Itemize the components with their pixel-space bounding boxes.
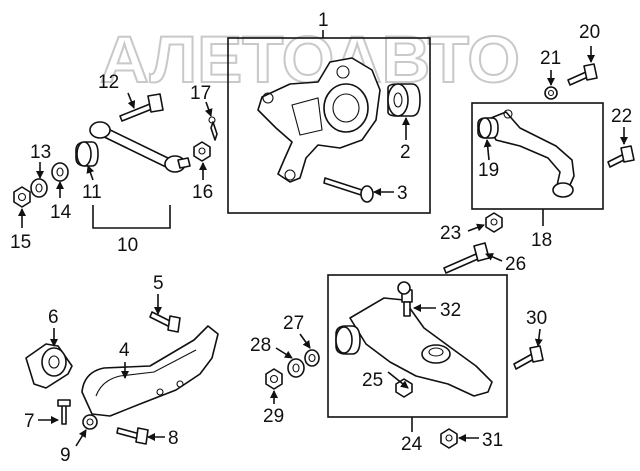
callout-28: 28 [250,335,271,356]
leader-arrows [18,46,628,447]
bolt-part-7 [57,399,71,425]
callout-26: 26 [505,254,526,275]
knuckle-part [257,57,381,183]
callout-22: 22 [611,106,632,127]
bolt-part-20 [567,63,598,86]
nut-part-16 [193,141,211,162]
callout-13: 13 [30,142,51,163]
toe-link-part [75,121,191,173]
nut-part-31 [440,428,458,449]
bolt-part-5 [149,311,181,333]
bolt-part-30 [513,345,544,370]
callout-16: 16 [192,182,213,203]
callout-20: 20 [579,22,600,43]
callout-9: 9 [60,445,71,466]
callout-7: 7 [24,411,35,432]
callout-labels: 1 2 3 4 5 6 7 8 9 10 11 12 13 14 15 16 1… [10,10,632,466]
callout-10: 10 [117,235,138,256]
callout-1: 1 [318,10,329,31]
washer-part-27 [304,349,320,367]
nut-part-23 [485,212,503,233]
bushing-part-6 [25,343,73,389]
pin-part-17 [208,116,218,141]
nut-part-29 [265,368,283,390]
bolt-part-8 [116,427,149,445]
callout-5: 5 [153,273,164,294]
stabilizer-link-part-32 [397,281,413,317]
washer-part-21 [544,86,558,100]
nut-part-15 [13,186,31,208]
callout-19: 19 [478,160,499,181]
washer-part-9 [82,414,98,430]
bracket-10 [92,205,171,229]
callout-4: 4 [119,340,130,361]
callout-17: 17 [190,83,211,104]
callout-23: 23 [440,223,461,244]
callout-30: 30 [526,308,547,329]
callout-29: 29 [263,406,284,427]
bushing-part-2 [387,83,421,117]
callout-21: 21 [540,48,561,69]
callout-11: 11 [82,182,102,203]
washer-part-28 [287,358,305,378]
callout-25: 25 [362,370,383,391]
washer-part-14 [51,162,69,182]
callout-6: 6 [48,307,59,328]
callout-31: 31 [482,430,503,451]
knuckle-group-box [227,37,431,214]
callout-24: 24 [401,434,423,455]
bolt-part-3 [323,177,374,203]
callout-18: 18 [531,230,552,251]
callout-12: 12 [98,72,119,93]
callout-8: 8 [168,428,179,449]
lower-arm-group-box [327,274,508,418]
callout-3: 3 [397,183,408,204]
trailing-arm-part [81,325,219,417]
callout-14: 14 [50,202,72,223]
bolt-part-26 [443,242,490,274]
bolt-part-22 [607,145,635,168]
callout-32: 32 [440,300,461,321]
lower-arm-part [335,297,493,398]
upper-arm-group-box [471,102,604,210]
callout-2: 2 [400,142,411,163]
callout-27: 27 [283,313,304,334]
upper-arm-part [477,109,575,198]
callout-15: 15 [10,232,31,253]
bolt-part-12 [119,93,164,122]
washer-part-13 [30,178,48,198]
